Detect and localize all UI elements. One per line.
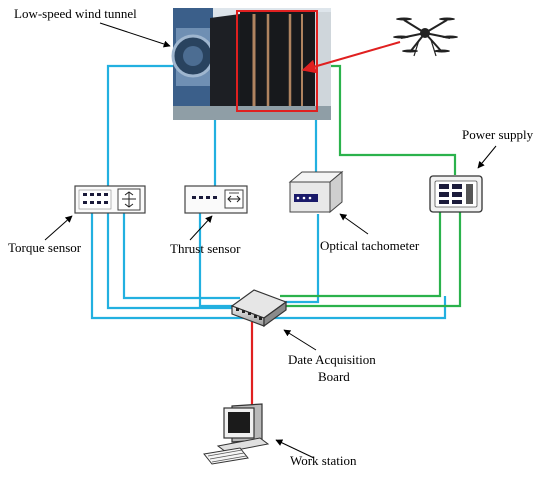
arrow-thrust-sensor: [189, 215, 213, 241]
blue-wire-tachometer-to-board: [280, 214, 320, 304]
arrow-optical-tachometer: [339, 213, 369, 235]
wind-tunnel-photo: [171, 8, 331, 120]
label-power-supply: Power supply: [462, 127, 534, 142]
arrow-wind-tunnel: [99, 22, 171, 48]
blue-wire-tunnel-to-torque: [106, 64, 175, 188]
label-work-station: Work station: [290, 453, 357, 468]
arrow-power-supply: [477, 145, 497, 169]
optical-tachometer-icon: [288, 170, 344, 214]
label-optical-tachometer: Optical tachometer: [320, 238, 420, 253]
torque-sensor-icon: [74, 185, 146, 214]
drone-arrow: [301, 41, 401, 74]
arrow-work-station: [275, 439, 315, 459]
label-thrust-sensor: Thrust sensor: [170, 241, 241, 256]
power-supply-icon: [429, 175, 483, 213]
label-torque-sensor: Torque sensor: [8, 240, 82, 255]
wiring: [90, 64, 462, 412]
blue-wire-torque-inner2: [122, 212, 240, 300]
green-wire-power-to-board-2: [280, 212, 462, 308]
label-daq-line2: Board: [318, 369, 350, 384]
blue-wire-torque-inner1: [106, 212, 240, 310]
green-wire-power-to-board-1: [280, 212, 442, 298]
drone-icon: [393, 17, 458, 57]
blue-wire-thrust-to-board: [198, 212, 240, 308]
arrow-data-acquisition: [283, 329, 317, 351]
data-acquisition-board-icon: [230, 289, 288, 328]
thrust-sensor-icon: [184, 185, 248, 214]
green-wire-tunnel-to-power: [312, 64, 457, 175]
label-wind-tunnel: Low-speed wind tunnel: [14, 6, 137, 21]
callout-arrows: [44, 22, 497, 459]
arrow-torque-sensor: [44, 215, 73, 241]
work-station-computer-icon: [203, 403, 270, 465]
label-daq-line1: Date Acquisition: [288, 352, 376, 367]
